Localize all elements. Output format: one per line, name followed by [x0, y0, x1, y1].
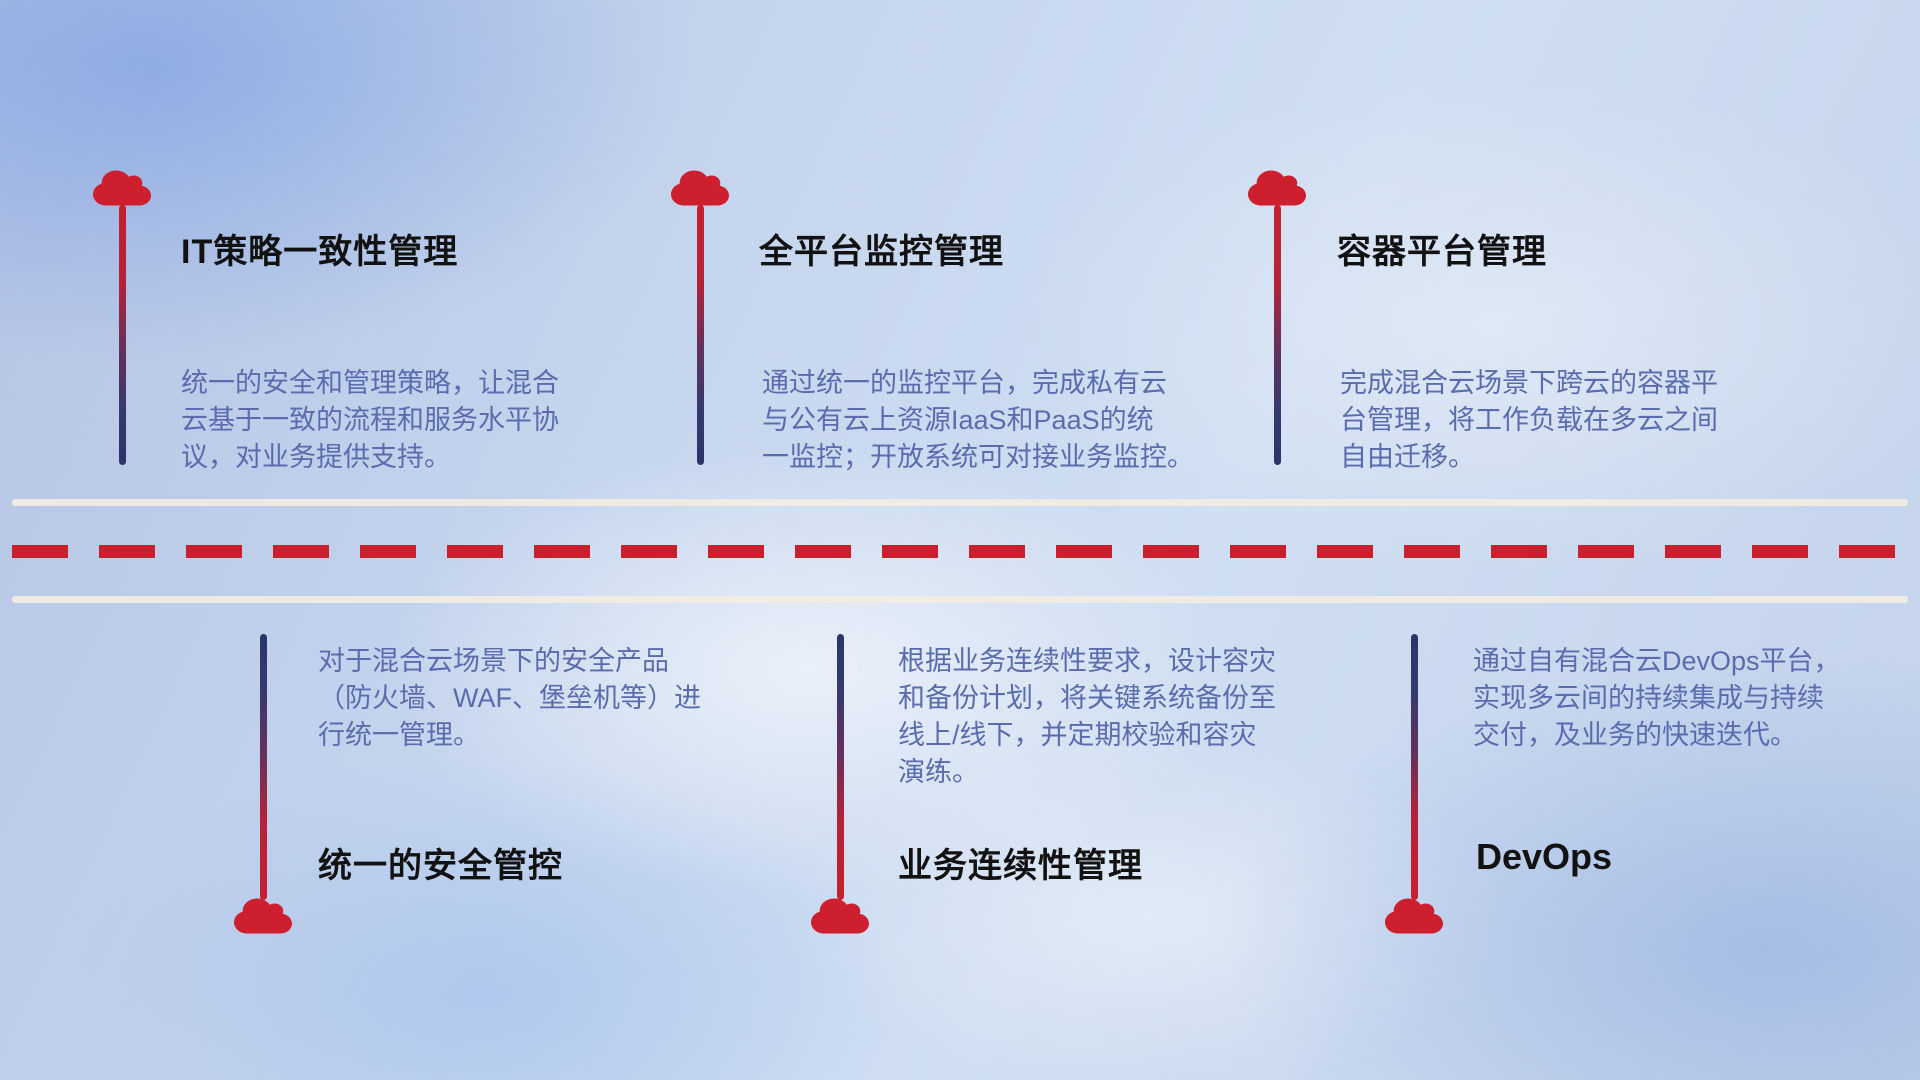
item-description: 统一的安全和管理策略，让混合 云基于一致的流程和服务水平协 议，对业务提供支持。: [181, 368, 559, 472]
timeline-pole: [697, 205, 704, 465]
cloud-icon: [811, 896, 869, 936]
cloud-icon: [234, 896, 292, 936]
item-title: 业务连续性管理: [898, 847, 1143, 885]
item-title: IT策略一致性管理: [181, 233, 459, 271]
item-description: 对于混合云场景下的安全产品 （防火墙、WAF、堡垒机等）进 行统一管理。: [318, 646, 701, 750]
timeline-pole: [260, 634, 267, 900]
timeline-pole: [1411, 634, 1418, 900]
timeline-pole: [119, 205, 126, 465]
item-description: 通过自有混合云DevOps平台， 实现多云间的持续集成与持续 交付，及业务的快速…: [1473, 646, 1841, 750]
road-line-bottom: [12, 596, 1908, 603]
cloud-icon: [1248, 168, 1306, 208]
item-description: 根据业务连续性要求，设计容灾 和备份计划，将关键系统备份至 线上/线下，并定期校…: [898, 646, 1276, 787]
item-description: 通过统一的监控平台，完成私有云 与公有云上资源IaaS和PaaS的统 一监控；开…: [762, 368, 1194, 472]
cloud-icon: [1385, 896, 1443, 936]
item-title: 统一的安全管控: [318, 847, 563, 885]
cloud-icon: [671, 168, 729, 208]
item-title: DevOps: [1476, 836, 1613, 877]
cloud-icon: [93, 168, 151, 208]
timeline-pole: [1274, 205, 1281, 465]
item-description: 完成混合云场景下跨云的容器平 台管理，将工作负载在多云之间 自由迁移。: [1340, 368, 1718, 472]
timeline-pole: [837, 634, 844, 900]
item-title: 容器平台管理: [1337, 233, 1547, 271]
road-dashed-centerline: [12, 545, 1908, 558]
item-title: 全平台监控管理: [759, 233, 1004, 271]
road-line-top: [12, 499, 1908, 506]
